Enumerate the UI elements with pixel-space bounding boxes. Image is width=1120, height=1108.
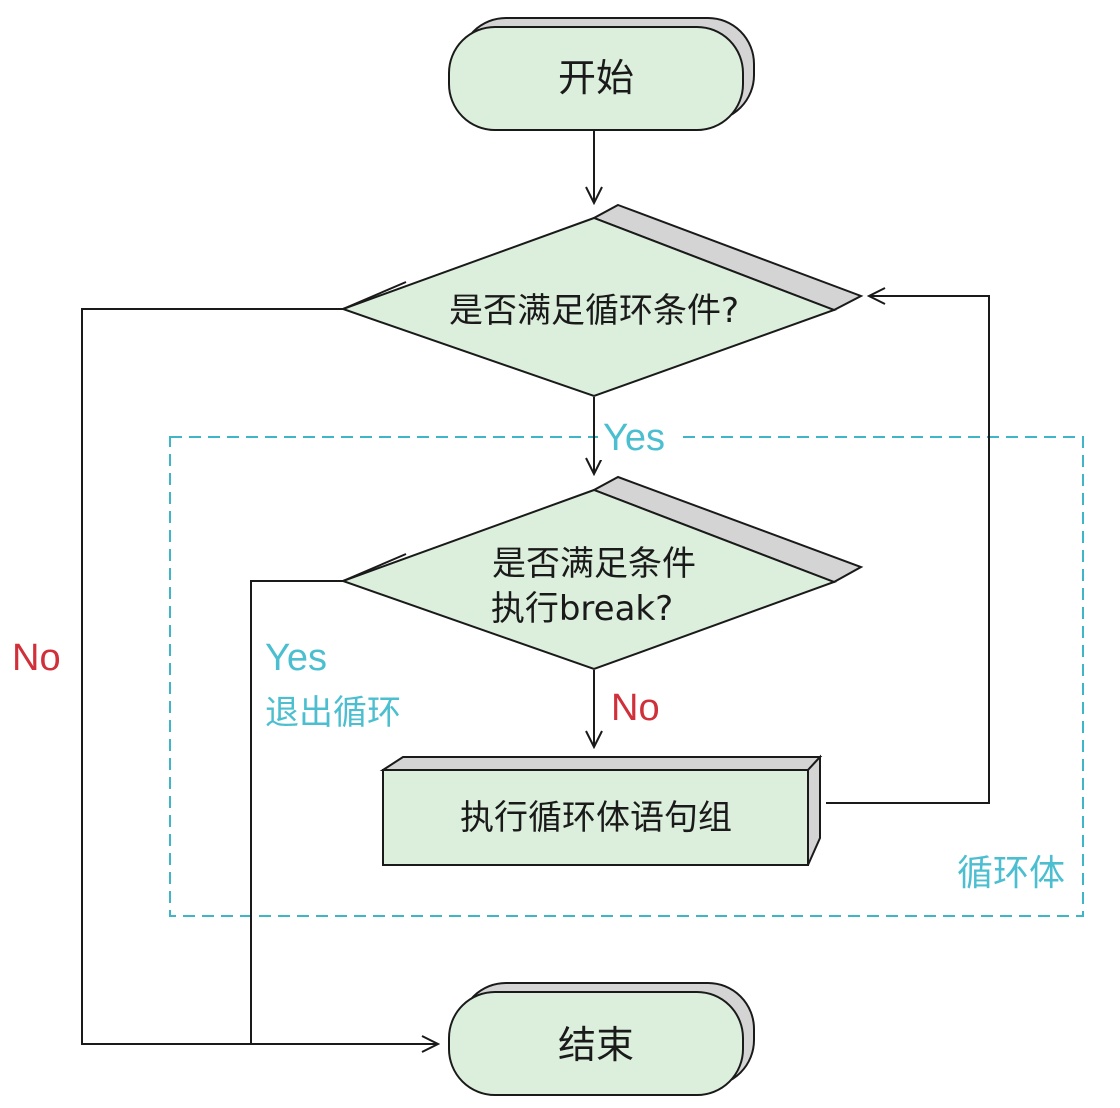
- loop-body-region-label: 循环体: [957, 852, 1065, 893]
- break-condition-label-line2: 执行break?: [491, 589, 673, 629]
- break-yes-label: Yes: [265, 637, 327, 679]
- end-label: 结束: [558, 1023, 634, 1067]
- break-no-label: No: [611, 687, 660, 729]
- loop-yes-label: Yes: [603, 417, 665, 459]
- break-condition-label-line1: 是否满足条件: [492, 544, 696, 584]
- loop-body-label: 执行循环体语句组: [460, 798, 732, 838]
- break-yes-note: 退出循环: [265, 694, 401, 732]
- loop-body-node: 执行循环体语句组: [379, 754, 823, 866]
- edge-break-yes: [250, 580, 343, 1044]
- edge-condition-no: [81, 308, 438, 1044]
- break-condition-node: 是否满足条件 执行break?: [340, 475, 864, 671]
- start-node: 开始: [448, 17, 755, 131]
- edge-loop-back: [826, 296, 990, 804]
- end-node: 结束: [448, 982, 755, 1096]
- loop-no-label: No: [12, 637, 61, 679]
- loop-condition-node: 是否满足循环条件?: [340, 203, 864, 398]
- loop-condition-label: 是否满足循环条件?: [449, 291, 739, 331]
- start-label: 开始: [558, 56, 634, 100]
